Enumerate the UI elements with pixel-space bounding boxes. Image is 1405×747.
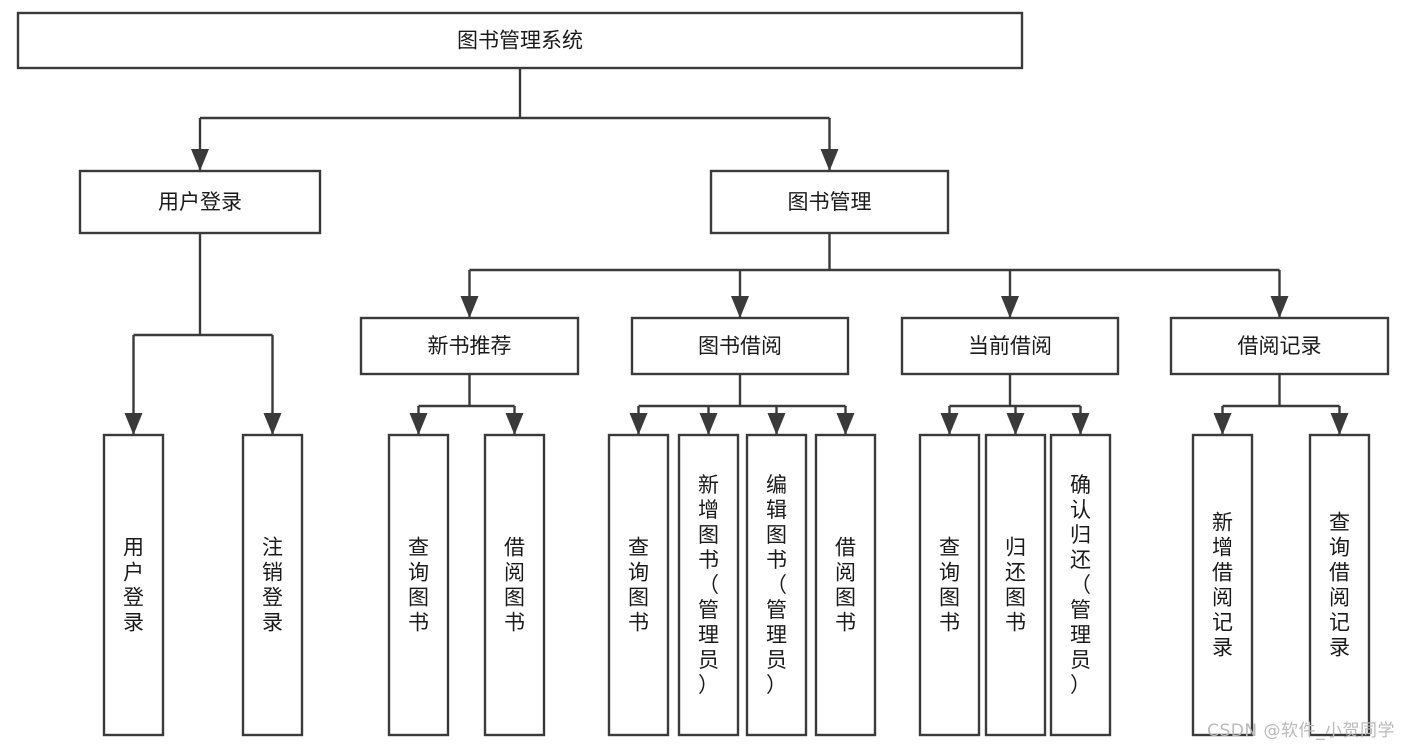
book-manage-arrow-3 — [1270, 296, 1289, 318]
node-leaf-query-record-box — [1308, 433, 1371, 737]
book-borrow-arrow-2 — [767, 413, 786, 435]
node-leaf-edit-book[interactable]: 编辑图书（管理员） — [745, 433, 808, 737]
node-leaf-query-book-2-box — [607, 433, 670, 737]
root-arrow-1 — [820, 149, 839, 171]
new-book-recommend-arrow-1 — [505, 413, 524, 435]
node-leaf-confirm-return[interactable]: 确认归还（管理员） — [1049, 433, 1112, 737]
node-leaf-borrow-book-2[interactable]: 借阅图书 — [814, 433, 877, 737]
node-leaf-borrow-book-1-label: 借阅图书 — [504, 536, 525, 635]
node-leaf-borrow-book-2-box — [814, 433, 877, 737]
node-borrow-record-label: 借阅记录 — [1238, 334, 1322, 358]
node-book-borrow-label: 图书借阅 — [698, 334, 782, 358]
node-leaf-logout-label: 注销登录 — [262, 536, 283, 635]
node-leaf-query-book-1-label: 查询图书 — [408, 536, 429, 635]
node-leaf-borrow-book-2-label: 借阅图书 — [835, 536, 856, 635]
node-leaf-return-book-box — [984, 433, 1047, 737]
node-leaf-query-book-1[interactable]: 查询图书 — [387, 433, 450, 737]
book-borrow-arrow-1 — [699, 413, 718, 435]
node-current-borrow[interactable]: 当前借阅 — [900, 316, 1120, 376]
node-borrow-record-box — [1169, 316, 1390, 376]
node-layer: 图书管理系统用户登录图书管理新书推荐图书借阅当前借阅借阅记录用户登录注销登录查询… — [16, 11, 1390, 737]
node-leaf-query-book-2[interactable]: 查询图书 — [607, 433, 670, 737]
node-leaf-add-book-label: 新增图书（管理员） — [698, 473, 719, 697]
current-borrow-arrow-0 — [940, 413, 959, 435]
node-leaf-user-login-box — [102, 433, 165, 737]
node-new-book-recommend-label: 新书推荐 — [428, 334, 512, 358]
node-leaf-add-record[interactable]: 新增借阅记录 — [1191, 433, 1254, 737]
node-book-borrow[interactable]: 图书借阅 — [630, 316, 850, 376]
book-manage-arrow-0 — [460, 296, 479, 318]
node-book-manage[interactable]: 图书管理 — [709, 169, 950, 235]
node-leaf-query-book-3[interactable]: 查询图书 — [918, 433, 981, 737]
node-leaf-return-book-label: 归还图书 — [1005, 536, 1026, 635]
node-leaf-user-login-label: 用户登录 — [123, 536, 144, 635]
csdn-watermark: CSDN @软件_小贺同学 — [1207, 721, 1395, 741]
node-leaf-logout-box — [241, 433, 304, 737]
node-current-borrow-label: 当前借阅 — [968, 334, 1052, 358]
node-leaf-query-book-3-label: 查询图书 — [939, 536, 960, 635]
node-book-manage-label: 图书管理 — [788, 190, 872, 214]
borrow-record-arrow-0 — [1213, 413, 1232, 435]
node-leaf-confirm-return-label: 确认归还（管理员） — [1070, 473, 1091, 697]
node-leaf-add-record-box — [1191, 433, 1254, 737]
node-root-box — [16, 11, 1024, 70]
book-manage-arrow-1 — [731, 296, 749, 318]
borrow-record-arrow-1 — [1330, 413, 1349, 435]
node-leaf-edit-book-box — [745, 433, 808, 737]
node-leaf-return-book[interactable]: 归还图书 — [984, 433, 1047, 737]
node-root-label: 图书管理系统 — [457, 29, 583, 53]
node-leaf-query-record[interactable]: 查询借阅记录 — [1308, 433, 1371, 737]
node-leaf-logout[interactable]: 注销登录 — [241, 433, 304, 737]
node-leaf-query-book-3-box — [918, 433, 981, 737]
node-leaf-borrow-book-1[interactable]: 借阅图书 — [483, 433, 546, 737]
node-leaf-query-book-2-label: 查询图书 — [628, 536, 649, 635]
root-arrow-0 — [191, 149, 209, 171]
node-leaf-confirm-return-box — [1049, 433, 1112, 737]
node-user-login[interactable]: 用户登录 — [78, 169, 322, 235]
node-user-login-box — [78, 169, 322, 235]
node-user-login-label: 用户登录 — [158, 190, 242, 214]
node-root[interactable]: 图书管理系统 — [16, 11, 1024, 70]
node-leaf-add-record-label: 新增借阅记录 — [1212, 511, 1233, 660]
node-leaf-add-book[interactable]: 新增图书（管理员） — [677, 433, 740, 737]
node-new-book-recommend[interactable]: 新书推荐 — [359, 316, 580, 376]
node-leaf-query-record-label: 查询借阅记录 — [1329, 511, 1350, 660]
current-borrow-arrow-1 — [1006, 413, 1025, 435]
node-leaf-user-login[interactable]: 用户登录 — [102, 433, 165, 737]
node-leaf-borrow-book-1-box — [483, 433, 546, 737]
node-leaf-query-book-1-box — [387, 433, 450, 737]
book-borrow-arrow-3 — [836, 413, 855, 435]
book-manage-arrow-2 — [1001, 296, 1019, 318]
connector-layer — [124, 68, 1349, 435]
node-leaf-add-book-box — [677, 433, 740, 737]
current-borrow-arrow-2 — [1071, 413, 1090, 435]
node-new-book-recommend-box — [359, 316, 580, 376]
node-book-manage-box — [709, 169, 950, 235]
node-leaf-edit-book-label: 编辑图书（管理员） — [766, 473, 787, 697]
user-login-arrow-1 — [263, 413, 282, 435]
book-borrow-arrow-0 — [629, 413, 648, 435]
new-book-recommend-arrow-0 — [409, 413, 428, 435]
node-book-borrow-box — [630, 316, 850, 376]
user-login-arrow-0 — [124, 413, 143, 435]
node-current-borrow-box — [900, 316, 1120, 376]
node-borrow-record[interactable]: 借阅记录 — [1169, 316, 1390, 376]
